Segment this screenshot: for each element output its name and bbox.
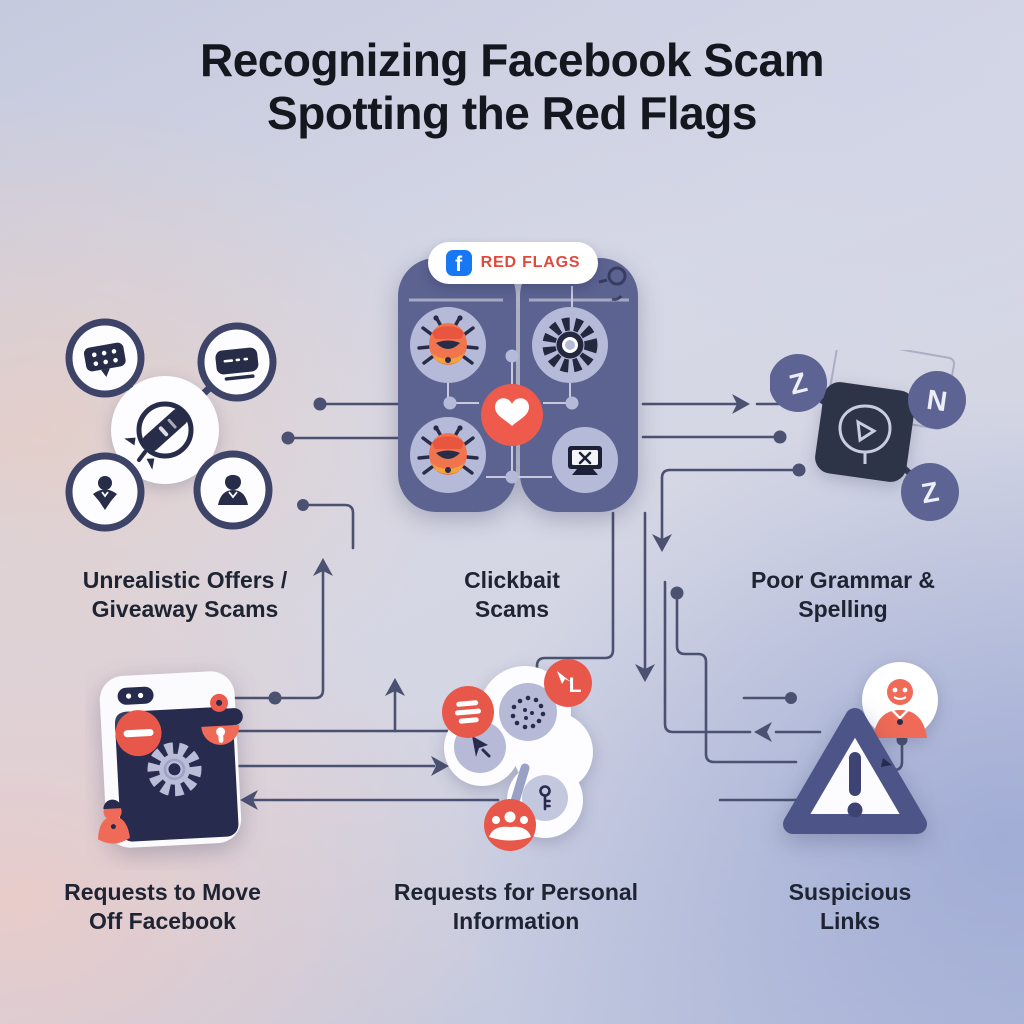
person-alert-icon [98, 799, 130, 844]
facebook-logo-icon: f [445, 250, 472, 276]
label-clickbait-scams: Clickbait Scams [464, 567, 560, 622]
gear-icon [147, 742, 202, 797]
poor-grammar-cluster: Z N Z [770, 350, 966, 521]
label-poor-grammar: Poor Grammar & Spelling [750, 567, 936, 622]
list-badge-icon [442, 686, 494, 738]
key-icon [522, 775, 568, 821]
block-minus-icon [115, 710, 162, 757]
blocked-gift-icon [124, 401, 194, 470]
label-move-off-facebook: Requests to Move Off Facebook [64, 879, 261, 934]
magnifier-doodle-icon [598, 266, 627, 302]
qr-dots-icon [499, 683, 557, 741]
scammer-avatar-icon [862, 662, 938, 738]
dark-gear-icon [542, 317, 598, 373]
svg-text:L: L [569, 674, 582, 697]
page-title: Recognizing Facebook Scam Spotting the R… [0, 34, 1024, 141]
brain-cursor-icon [838, 404, 892, 464]
message-bubble-icon [215, 347, 259, 381]
letter-bubble-icon: Z [919, 476, 941, 510]
person-pin-icon [93, 476, 117, 510]
trace-dots [268, 397, 908, 746]
unrealistic-offers-cluster [65, 318, 277, 532]
red-lock-icon [201, 693, 240, 745]
link-badge-icon: L [544, 659, 592, 707]
person-bust-icon [218, 473, 248, 505]
red-flags-badge: f RED FLAGS [428, 242, 598, 284]
red-flags-card [398, 258, 638, 512]
angry-bug-icon [417, 425, 479, 475]
angry-bug-icon [417, 315, 479, 365]
label-unrealistic-offers: Unrealistic Offers / Giveaway Scams [82, 567, 288, 622]
laptop-x-icon [568, 446, 602, 475]
label-suspicious-links: Suspicious Links [788, 879, 912, 934]
letter-bubble-icon: N [925, 384, 949, 418]
red-flags-label: RED FLAGS [480, 254, 581, 271]
move-off-facebook-cluster [98, 671, 243, 848]
label-personal-information: Requests for Personal Information [393, 879, 639, 934]
warning-triangle-icon [783, 708, 927, 834]
people-badge-icon [484, 799, 536, 851]
title-line1: Recognizing Facebook Scam [200, 34, 824, 86]
suspicious-links-cluster [783, 662, 938, 834]
personal-information-cluster: L [442, 659, 593, 851]
keyboard-chat-icon [83, 342, 126, 378]
like-heart-icon [481, 384, 543, 446]
title-line2: Spotting the Red Flags [267, 87, 757, 140]
